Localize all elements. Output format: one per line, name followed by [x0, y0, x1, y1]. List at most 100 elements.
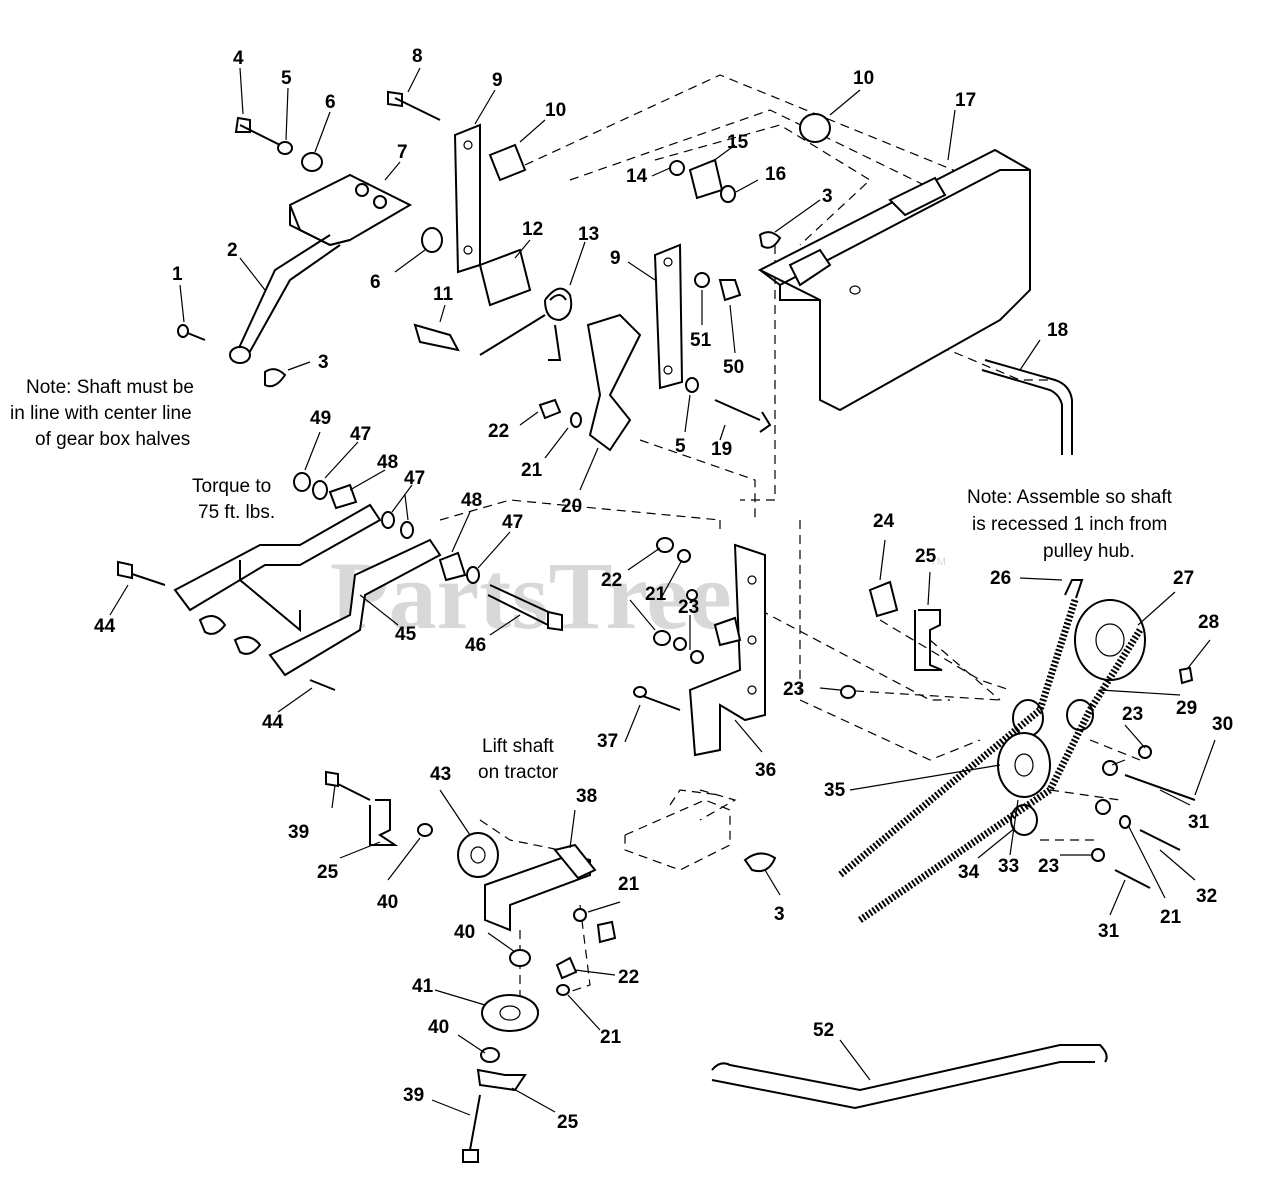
callout-47: 47	[350, 424, 371, 445]
spacer-15-washers	[669, 158, 782, 249]
callout-12: 12	[522, 219, 543, 240]
rod-52	[711, 1044, 1108, 1110]
callout-31b: 31	[1098, 921, 1120, 942]
callout-10: 10	[545, 100, 566, 121]
note-shaft-line1: Note: Shaft must be	[26, 377, 194, 398]
callout-21e: 21	[1160, 907, 1182, 928]
callout-49: 49	[310, 408, 331, 429]
note-shaft-line3: of gear box halves	[35, 429, 190, 450]
callout-25b: 25	[317, 862, 339, 883]
shift-lever-2	[229, 173, 413, 364]
callout-41: 41	[412, 976, 434, 997]
callout-46: 46	[465, 635, 486, 656]
link-assembly-45	[117, 503, 442, 691]
small-hardware-top-left	[177, 116, 443, 388]
callout-32: 32	[1196, 886, 1217, 907]
callout-40c: 40	[428, 1017, 449, 1038]
bolt-8-and-link-9	[387, 90, 831, 274]
pulley-system	[837, 579, 1196, 923]
callout-6b: 6	[370, 272, 381, 293]
note-assemble-line1: Note: Assemble so shaft	[967, 487, 1173, 508]
callout-33: 33	[998, 856, 1019, 877]
callout-20: 20	[561, 496, 582, 517]
note-assemble-line3: pulley hub.	[1043, 541, 1135, 562]
callout-26: 26	[990, 568, 1011, 589]
callout-25c: 25	[557, 1112, 579, 1133]
callout-36: 36	[755, 760, 776, 781]
callout-7: 7	[397, 142, 408, 163]
callout-3c: 3	[774, 904, 785, 925]
callout-25: 25	[915, 546, 937, 567]
part-callouts: 4 5 6 7 8 9 10 6 2 1 3 11 12 13 10 14 15…	[94, 46, 1233, 1133]
callout-48: 48	[377, 452, 398, 473]
note-assemble: Note: Assemble so shaft is recessed 1 in…	[967, 487, 1173, 562]
callout-50: 50	[723, 357, 744, 378]
callout-22: 22	[488, 421, 509, 442]
note-torque-line1: Torque to	[192, 476, 271, 497]
lever-20-link-9	[538, 243, 772, 452]
callout-27: 27	[1173, 568, 1194, 589]
callout-40: 40	[377, 892, 398, 913]
callout-31: 31	[1188, 812, 1210, 833]
callout-19: 19	[711, 439, 732, 460]
washers-47-48-49	[293, 472, 563, 632]
callout-23c: 23	[1122, 704, 1143, 725]
note-assemble-line2: is recessed 1 inch from	[972, 514, 1167, 535]
leader-lines	[109, 67, 1216, 1116]
bracket-36	[633, 537, 856, 757]
callout-18: 18	[1047, 320, 1068, 341]
callout-34: 34	[958, 862, 980, 883]
callout-21c: 21	[618, 874, 640, 895]
callout-23: 23	[678, 597, 699, 618]
callout-14: 14	[626, 166, 648, 187]
callout-44: 44	[94, 616, 116, 637]
callout-5: 5	[281, 68, 292, 89]
callout-23d: 23	[1038, 856, 1059, 877]
callout-51: 51	[690, 330, 712, 351]
callout-16: 16	[765, 164, 786, 185]
tractor-frame-outline	[624, 789, 777, 873]
note-shaft-line2: in line with center line	[10, 403, 192, 424]
callout-47b: 47	[404, 468, 425, 489]
callout-11: 11	[433, 284, 454, 305]
rod-18	[981, 359, 1073, 455]
dashed-assembly-lines	[439, 74, 1141, 1011]
callout-44b: 44	[262, 712, 284, 733]
callout-8: 8	[412, 46, 423, 67]
callout-29: 29	[1176, 698, 1197, 719]
callout-9: 9	[492, 70, 503, 91]
callout-45: 45	[395, 624, 417, 645]
callout-43: 43	[430, 764, 451, 785]
callout-17: 17	[955, 90, 976, 111]
callout-30: 30	[1212, 714, 1233, 735]
callout-40b: 40	[454, 922, 475, 943]
callout-2: 2	[227, 240, 238, 261]
callout-21: 21	[521, 460, 543, 481]
callout-3: 3	[318, 352, 329, 373]
housing-plate-17	[757, 148, 1031, 412]
callout-23b: 23	[783, 679, 804, 700]
note-lift-line2: on tractor	[478, 762, 559, 783]
callout-37: 37	[597, 731, 618, 752]
note-shaft-alignment: Note: Shaft must be in line with center …	[10, 377, 194, 450]
callout-22b: 22	[601, 570, 622, 591]
callout-21b: 21	[645, 584, 667, 605]
note-torque: Torque to 75 ft. lbs.	[192, 476, 275, 523]
callout-4: 4	[233, 48, 244, 69]
callout-39b: 39	[403, 1085, 424, 1106]
callout-13: 13	[578, 224, 599, 245]
note-lift-line1: Lift shaft	[482, 736, 555, 757]
spacers-and-spring	[413, 248, 573, 361]
callout-38: 38	[576, 786, 597, 807]
callout-28: 28	[1198, 612, 1219, 633]
callout-48b: 48	[461, 490, 482, 511]
callout-6: 6	[325, 92, 336, 113]
callout-47c: 47	[502, 512, 523, 533]
watermark-trademark: TM	[930, 556, 946, 568]
callout-39: 39	[288, 822, 309, 843]
callout-10b: 10	[853, 68, 874, 89]
spacer-24-bracket-25	[868, 580, 943, 671]
note-lift-shaft: Lift shaft on tractor	[478, 736, 559, 783]
idler-assembly-38-43	[325, 770, 617, 1163]
